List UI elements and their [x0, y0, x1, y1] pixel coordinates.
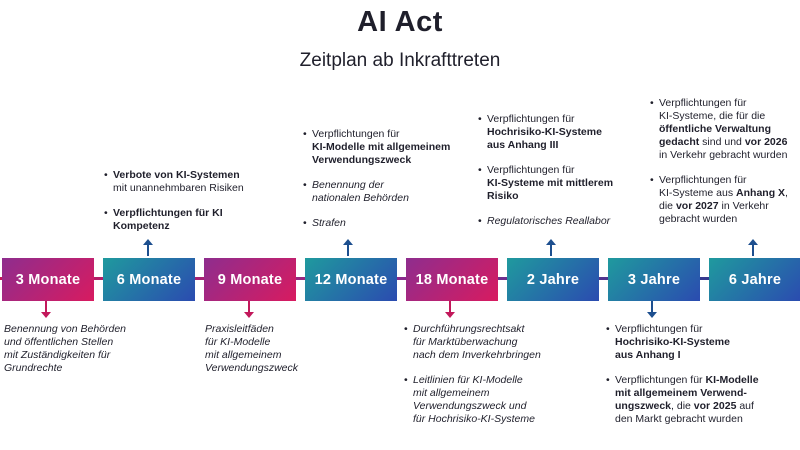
- arrow-up-icon: [143, 239, 153, 256]
- arrow-up-icon: [546, 239, 556, 256]
- milestone-6-jahre: 6 Jahre: [709, 258, 800, 301]
- note-3-jahre: Verpflichtungen fürHochrisiko-KI-Systeme…: [606, 323, 766, 426]
- page-title: AI Act: [357, 6, 443, 38]
- milestone-18-monate: 18 Monate: [406, 258, 498, 301]
- note-item: Strafen: [303, 217, 468, 230]
- milestone-2-jahre: 2 Jahre: [507, 258, 599, 301]
- arrow-down-icon: [445, 301, 455, 318]
- arrow-down-icon: [244, 301, 254, 318]
- milestone-6-monate: 6 Monate: [103, 258, 195, 301]
- milestone-3-monate: 3 Monate: [2, 258, 94, 301]
- note-2-jahre: Verpflichtungen fürHochrisiko-KI-Systeme…: [478, 113, 628, 228]
- page-subtitle: Zeitplan ab Inkrafttreten: [299, 50, 501, 71]
- note-item: Verpflichtungen fürHochrisiko-KI-Systeme…: [478, 113, 628, 152]
- note-item: Regulatorisches Reallabor: [478, 215, 628, 228]
- arrow-down-icon: [647, 301, 657, 318]
- milestone-12-monate: 12 Monate: [305, 258, 397, 301]
- milestone-3-jahre: 3 Jahre: [608, 258, 700, 301]
- milestone-9-monate: 9 Monate: [204, 258, 296, 301]
- arrow-up-icon: [748, 239, 758, 256]
- note-item: Verpflichtungen fürHochrisiko-KI-Systeme…: [606, 323, 766, 362]
- timeline-line: [0, 277, 800, 280]
- arrow-up-icon: [343, 239, 353, 256]
- arrow-down-icon: [41, 301, 51, 318]
